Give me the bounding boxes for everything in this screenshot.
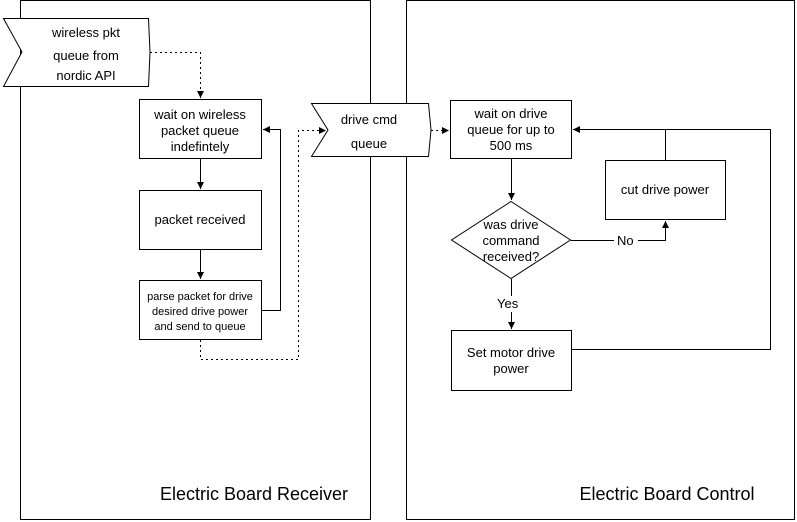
wait-wireless-line-1: wait on wireless xyxy=(153,107,246,122)
drive-cmd-queue-node: drive cmd queue xyxy=(310,103,432,157)
packet-received-label: packet received xyxy=(154,212,245,227)
cut-power-node: cut drive power xyxy=(605,160,726,220)
wireless-queue-line-3: nordic API xyxy=(56,68,115,83)
edge-parse-loop xyxy=(262,126,281,311)
decision-line-1: was drive xyxy=(483,217,539,232)
parse-packet-node: parse packet for drive desired drive pow… xyxy=(139,280,262,340)
cut-power-label: cut drive power xyxy=(621,182,710,197)
set-power-node: Set motor drive power xyxy=(451,330,572,391)
drive-cmd-queue-line-2: queue xyxy=(351,136,387,151)
set-power-line-1: Set motor drive xyxy=(467,345,555,360)
decision-line-3: received? xyxy=(483,249,539,264)
edge-parse-to-drive-queue xyxy=(200,127,326,360)
edge-no-label: No xyxy=(617,233,634,248)
wireless-queue-line-2: queue from xyxy=(53,48,119,63)
decision-line-2: command xyxy=(482,233,539,248)
wait-wireless-line-2: packet queue xyxy=(161,123,239,138)
wait-wireless-node: wait on wireless packet queue indefintel… xyxy=(139,99,262,159)
edge-decision-no xyxy=(571,221,669,241)
edge-wireless-to-wait xyxy=(150,52,204,98)
receiver-panel-title: Electric Board Receiver xyxy=(160,484,348,504)
set-power-line-2: power xyxy=(493,361,529,376)
edge-set-loop xyxy=(572,129,771,350)
decision-node: was drive command received? xyxy=(450,200,572,280)
control-panel xyxy=(406,0,795,520)
wait-drive-node: wait on drive queue for up to 500 ms xyxy=(450,100,572,159)
wireless-queue-line-1: wireless pkt xyxy=(51,25,120,40)
drive-cmd-queue-line-1: drive cmd xyxy=(341,112,397,127)
wait-drive-line-3: 500 ms xyxy=(490,138,533,153)
parse-packet-line-2: desired drive power xyxy=(152,306,248,318)
wait-drive-line-1: wait on drive xyxy=(474,106,548,121)
wireless-queue-node: wireless pkt queue from nordic API xyxy=(2,18,151,87)
control-panel-title: Electric Board Control xyxy=(579,484,754,504)
parse-packet-line-1: parse packet for drive xyxy=(147,291,253,303)
wait-drive-line-2: queue for up to xyxy=(467,122,554,137)
edge-yes-label: Yes xyxy=(497,296,519,311)
packet-received-node: packet received xyxy=(139,190,262,250)
wait-wireless-line-3: indefintely xyxy=(171,139,230,154)
parse-packet-line-3: and send to queue xyxy=(154,321,245,333)
